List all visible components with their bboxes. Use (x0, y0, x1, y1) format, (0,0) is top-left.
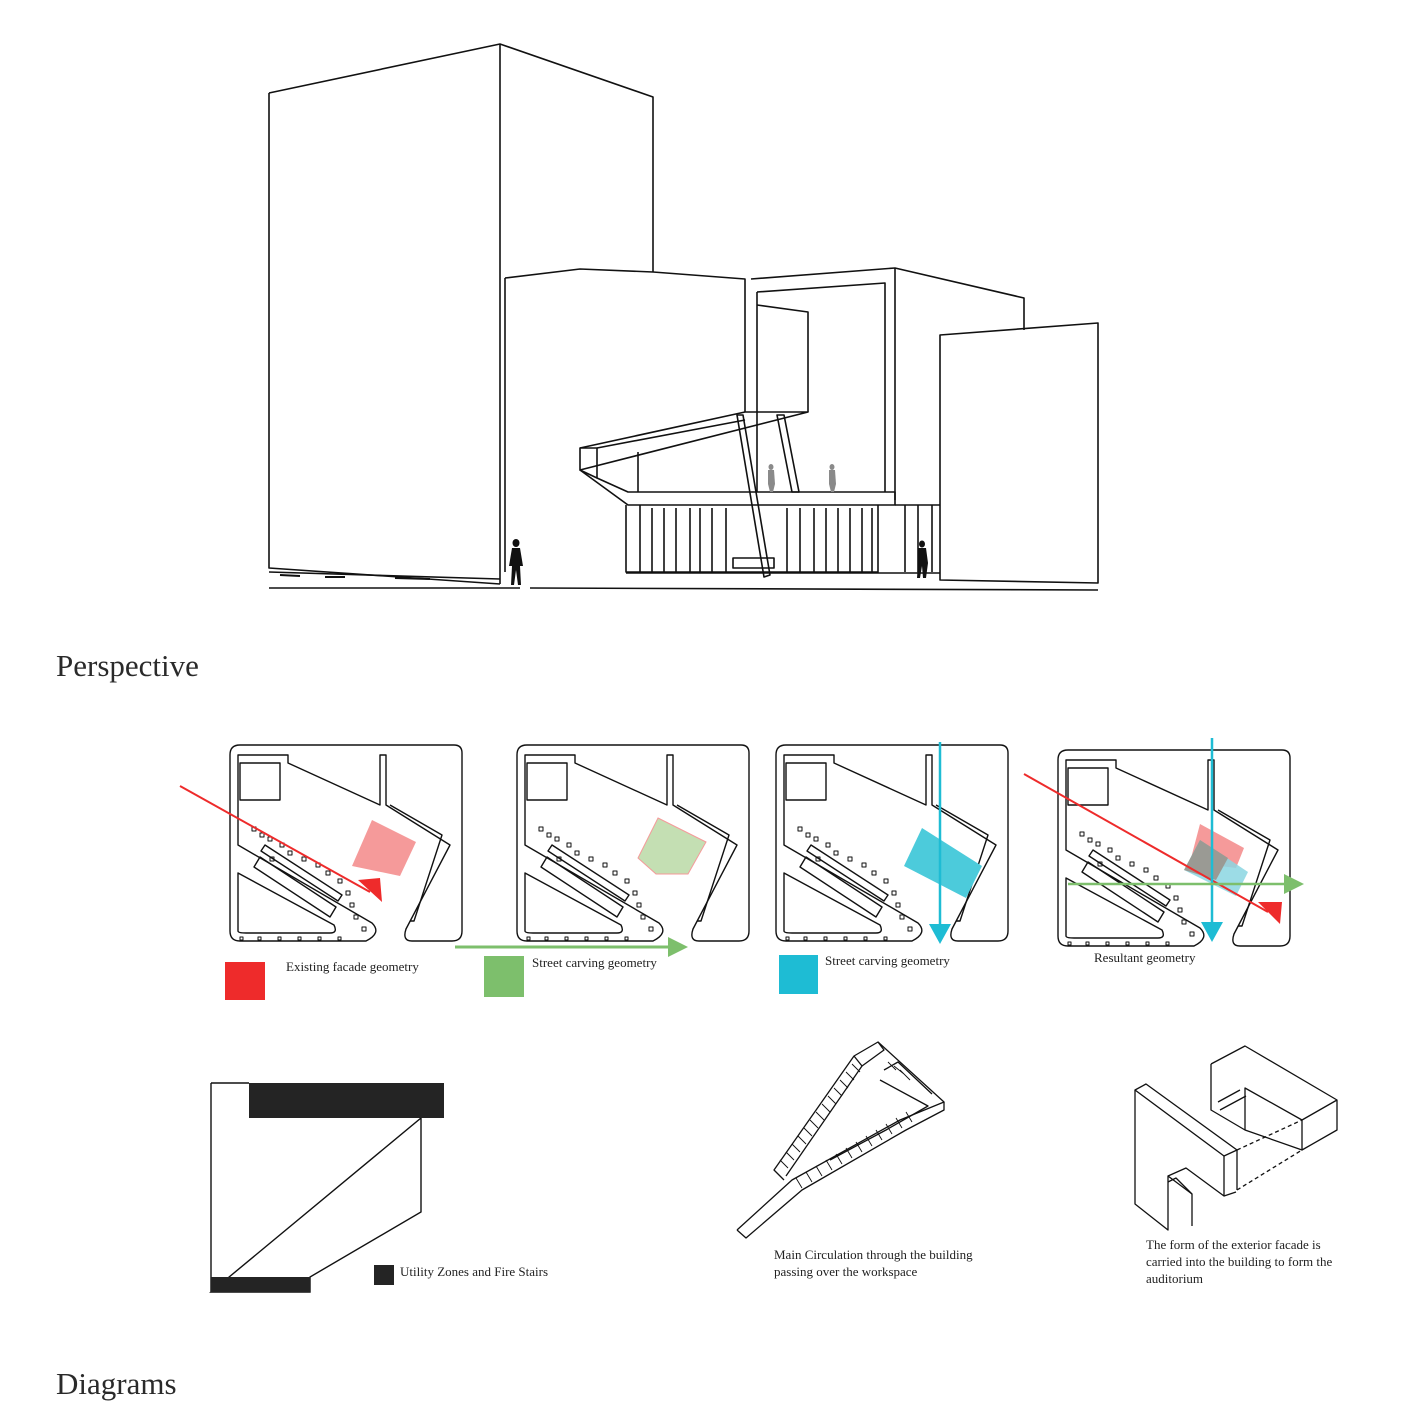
utility-zone-bottom (211, 1277, 310, 1292)
facade-label-1: The form of the exterior facade is (1146, 1237, 1321, 1252)
plan-4 (1057, 749, 1291, 947)
people-silhouettes (509, 539, 928, 585)
plan-2 (516, 744, 750, 942)
utility-label: Utility Zones and Fire Stairs (400, 1264, 549, 1279)
right-block (750, 267, 1025, 330)
mid-block (504, 268, 746, 412)
street-carving-blue-zone (904, 828, 982, 898)
circulation-label-2: passing over the workspace (774, 1264, 918, 1279)
bottom-diagrams (209, 1041, 1338, 1293)
circulation-stair (736, 1041, 945, 1239)
plan-diagram-row (179, 738, 1304, 1000)
plan-1 (229, 744, 463, 942)
facade-label-2: carried into the building to form the (1146, 1254, 1333, 1269)
column-1 (736, 414, 771, 578)
legend-street-blue: Street carving geometry (825, 953, 950, 968)
legend-existing: Existing facade geometry (286, 959, 419, 974)
swatch-blue (779, 955, 818, 994)
far-right-block (939, 322, 1099, 584)
auditorium-axo (1134, 1045, 1338, 1231)
perspective-drawing (268, 43, 1099, 591)
cantilever (579, 411, 809, 471)
legend-street-green: Street carving geometry (532, 955, 657, 970)
plan-3 (775, 744, 1009, 942)
swatch-red (225, 962, 265, 1000)
circulation-label-1: Main Circulation through the building (774, 1247, 973, 1262)
section-title-perspective: Perspective (56, 648, 199, 683)
legend-resultant: Resultant geometry (1094, 950, 1196, 965)
swatch-utility (374, 1265, 394, 1285)
column-2 (776, 414, 800, 493)
utility-zone-top (249, 1083, 444, 1118)
street-carving-green-zone (637, 817, 707, 875)
tower-block (268, 43, 654, 272)
section-title-diagrams: Diagrams (56, 1366, 177, 1401)
green-arrow-head (668, 937, 688, 957)
existing-facade-zone (352, 820, 416, 876)
ground-facade (625, 505, 879, 573)
swatch-green (484, 956, 524, 997)
blue-arrow-head-1 (929, 924, 951, 944)
red-arrow-head (358, 878, 382, 902)
facade-label-3: auditorium (1146, 1271, 1204, 1286)
